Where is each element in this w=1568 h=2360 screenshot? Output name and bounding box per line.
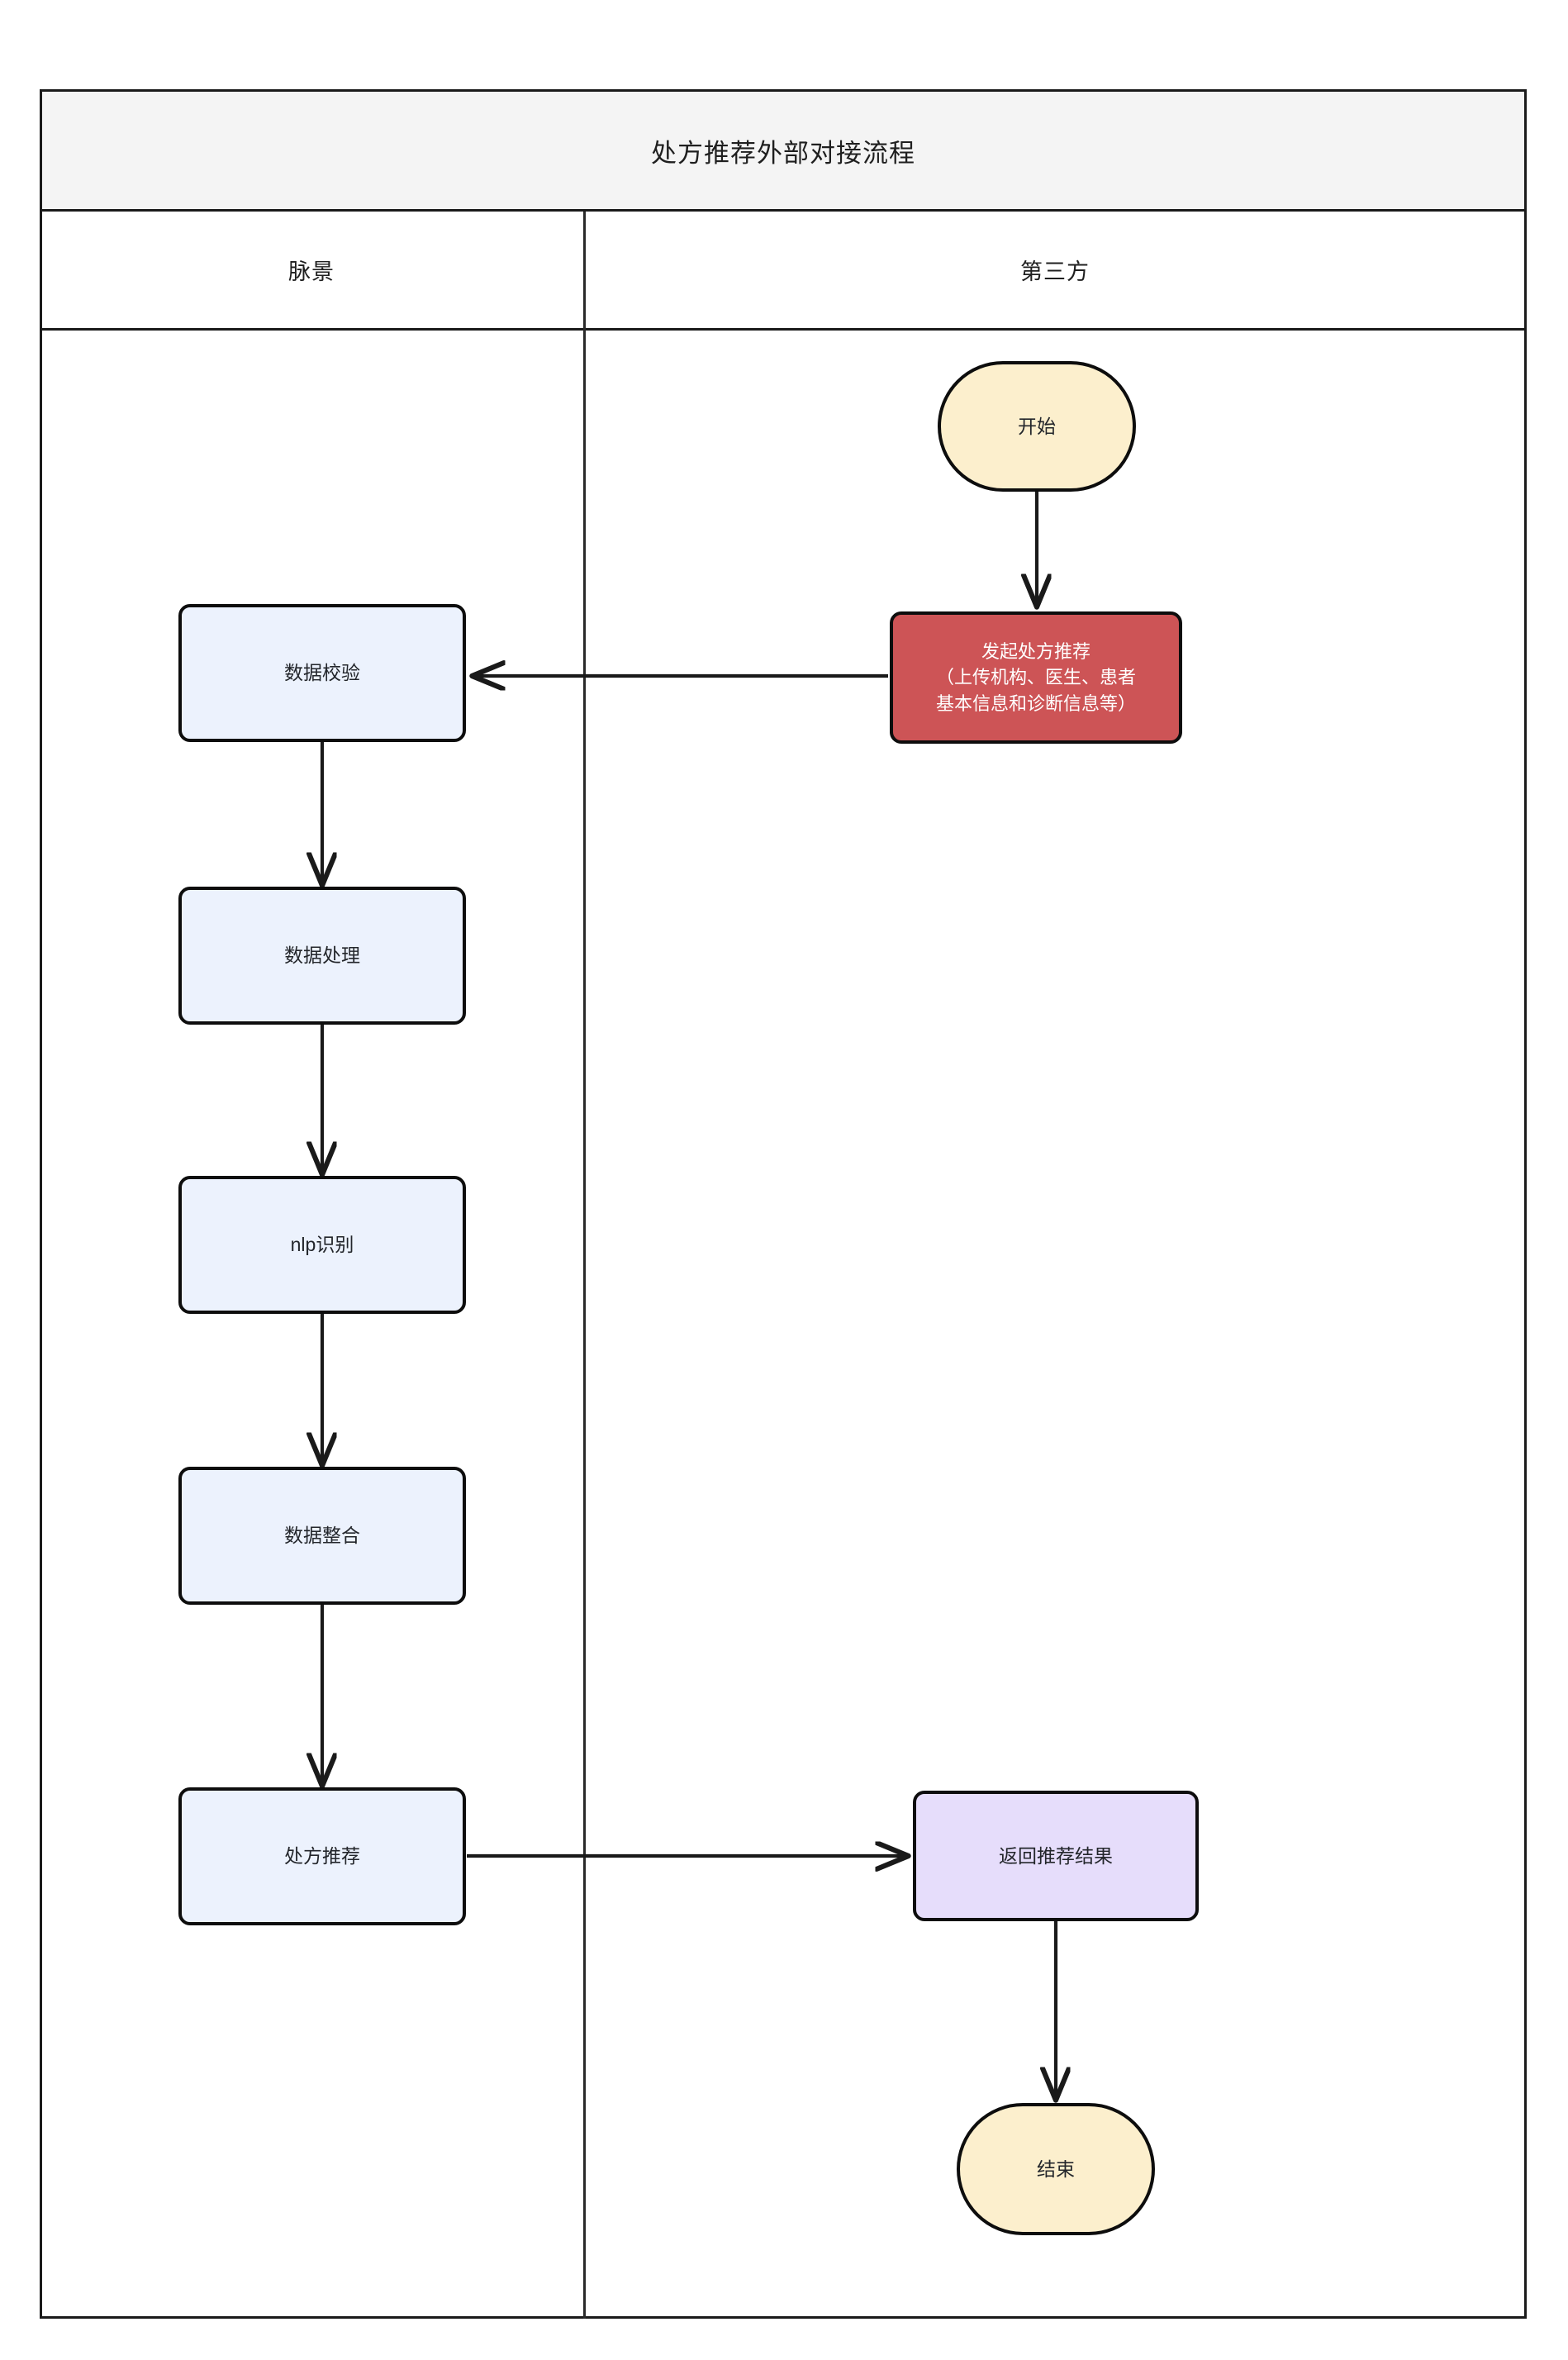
lane-label-maijing: 脉景 [288, 259, 335, 284]
node-data-validation[interactable]: 数据校验 [178, 604, 466, 742]
node-initiate-recommendation-label: 发起处方推荐 （上传机构、医生、患者 基本信息和诊断信息等） [935, 641, 1136, 714]
node-return-result-label: 返回推荐结果 [999, 1844, 1113, 1867]
node-end-label: 结束 [1037, 2158, 1075, 2180]
node-data-processing-label: 数据处理 [284, 944, 360, 967]
lane-header-row: 脉景 第三方 [40, 212, 1527, 331]
diagram-title: 处方推荐外部对接流程 [651, 138, 915, 168]
node-data-processing[interactable]: 数据处理 [178, 887, 466, 1025]
node-nlp-recognition[interactable]: nlp识别 [178, 1176, 466, 1314]
lane-header-thirdparty: 第三方 [583, 212, 1527, 328]
node-data-validation-label: 数据校验 [284, 662, 360, 684]
lane-label-thirdparty: 第三方 [1020, 259, 1090, 284]
node-initiate-recommendation[interactable]: 发起处方推荐 （上传机构、医生、患者 基本信息和诊断信息等） [890, 611, 1182, 744]
node-prescription-recommendation[interactable]: 处方推荐 [178, 1787, 466, 1925]
lane-header-maijing: 脉景 [40, 212, 583, 328]
node-data-integration-label: 数据整合 [284, 1525, 360, 1547]
node-nlp-recognition-label: nlp识别 [290, 1234, 354, 1256]
node-return-result[interactable]: 返回推荐结果 [913, 1791, 1199, 1921]
lane-divider [583, 212, 586, 2319]
node-start[interactable]: 开始 [938, 361, 1136, 492]
diagram-title-band: 处方推荐外部对接流程 [40, 89, 1527, 212]
node-data-integration[interactable]: 数据整合 [178, 1467, 466, 1605]
node-end[interactable]: 结束 [957, 2103, 1155, 2235]
node-start-label: 开始 [1018, 415, 1056, 437]
node-prescription-recommendation-label: 处方推荐 [284, 1845, 360, 1868]
